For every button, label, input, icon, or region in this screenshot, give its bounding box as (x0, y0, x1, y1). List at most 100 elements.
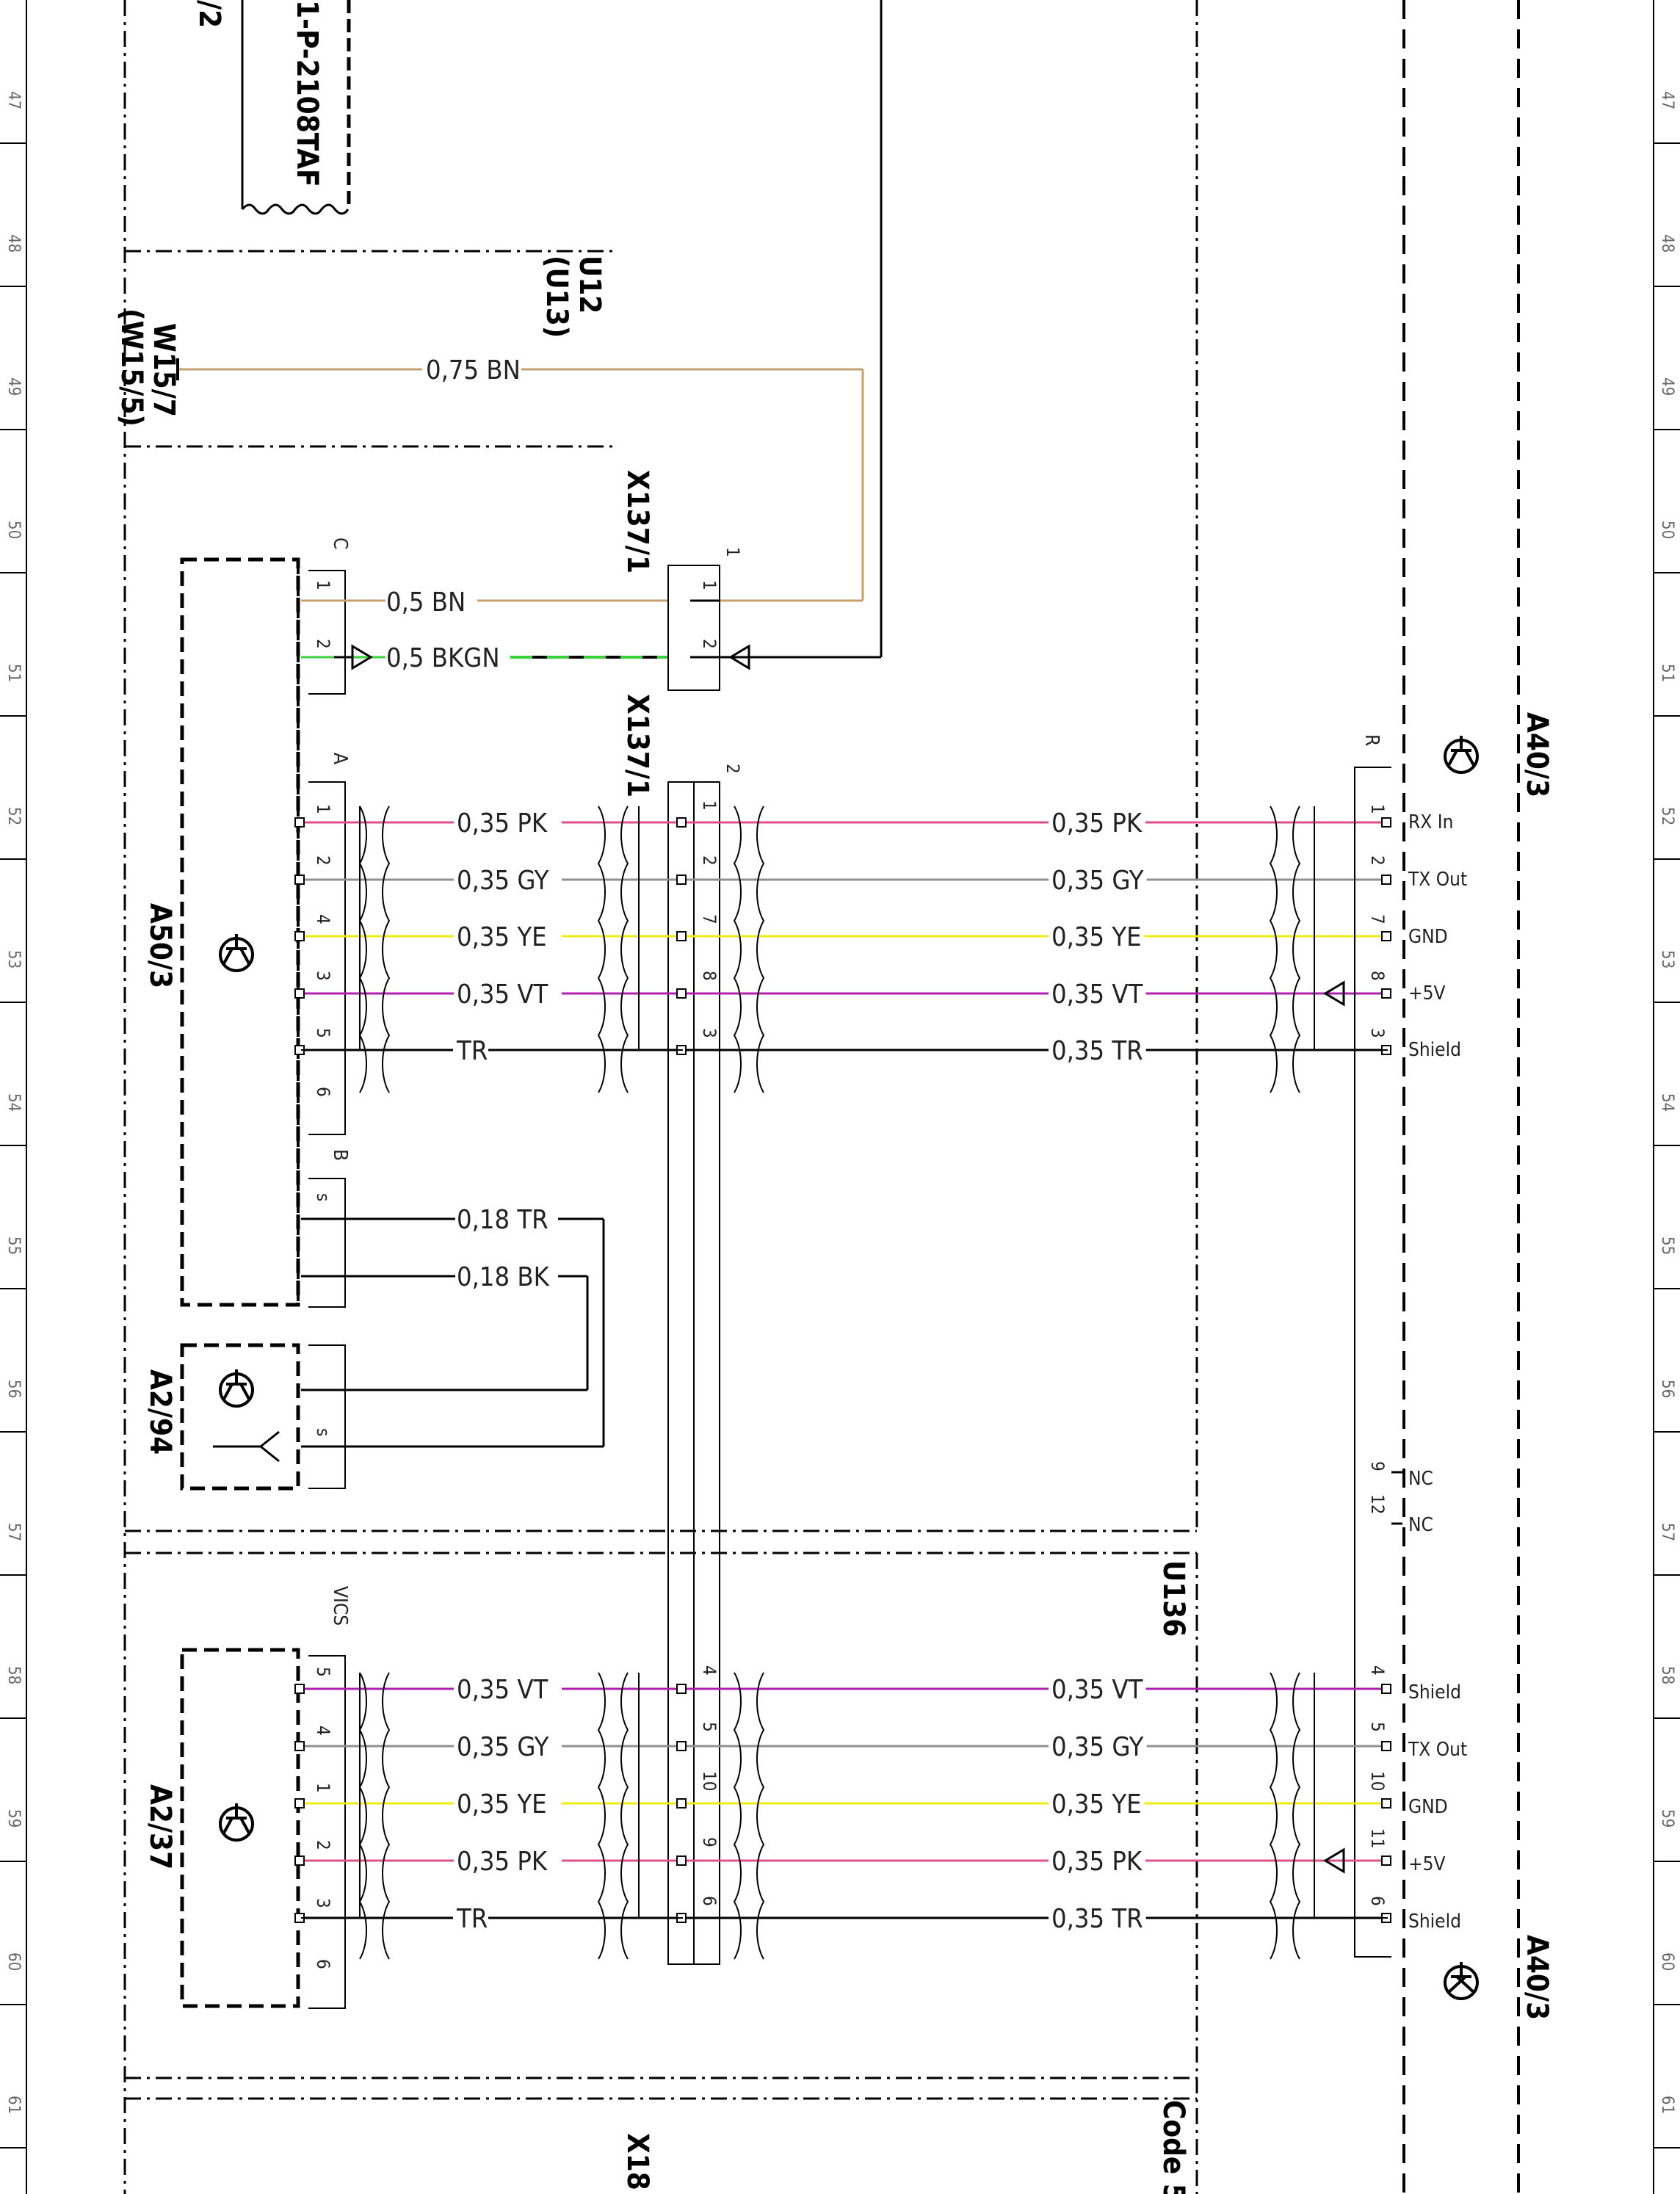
wire-label: 0,35 GY (1051, 866, 1144, 896)
pin-xm2: 2 (699, 855, 720, 866)
label-bg (454, 866, 552, 896)
shield-wave (1269, 1672, 1278, 1960)
label-bg (1049, 1036, 1146, 1066)
shield-wave (733, 1672, 742, 1960)
pin-rv4: 4 (1367, 1665, 1388, 1676)
pin-terminal (294, 1856, 305, 1866)
grid-row-label: 57 (4, 1523, 23, 1541)
pin-terminal (1381, 1856, 1391, 1866)
pin-xm8: 8 (699, 971, 720, 981)
label-bg (454, 1789, 550, 1820)
pin-terminal (294, 1684, 305, 1694)
grid-row-label: 52 (1658, 807, 1676, 825)
connector-c: C 1 2 0,5 BN 0,5 BKGN (301, 537, 863, 695)
grid-row-label: 47 (4, 91, 23, 109)
wire-label: 0,35 GY (457, 866, 549, 896)
pin-terminal (676, 1856, 687, 1866)
pin-xm1: 1 (699, 800, 720, 811)
ground-arrow (1323, 980, 1345, 1007)
label-bg (1049, 1847, 1145, 1877)
pin-r2: 2 (1367, 855, 1388, 866)
wire-label: 0,35 VT (1051, 980, 1143, 1010)
pin-rv5: 5 (1367, 1722, 1388, 1732)
wire-075-bn: 0,75 BN (176, 355, 864, 601)
pin-r3: 3 (1367, 1028, 1388, 1038)
sig-nc1: NC (1408, 1468, 1433, 1490)
label-bg (454, 1732, 552, 1762)
pin-terminal (1381, 931, 1391, 941)
a2-37-label: A2/37 (143, 1784, 177, 1869)
pin-terminal (1381, 875, 1391, 885)
wire-label: 0,35 GY (457, 1732, 549, 1762)
pin-b-s2: s (313, 1428, 333, 1436)
wire-label: 0,35 PK (457, 808, 548, 839)
connector-r-label: R (1361, 734, 1383, 746)
shield-drain (301, 1673, 361, 1919)
w15-label: W15/7 (147, 323, 181, 417)
pin-b-s1: s (313, 1193, 333, 1201)
pin-r1: 1 (1367, 804, 1388, 814)
grid-row-label: 51 (4, 664, 23, 682)
transistor-icon (219, 934, 254, 972)
wire-label-05bkgn: 0,5 BKGN (386, 643, 500, 673)
pin-rv11: 11 (1367, 1828, 1388, 1848)
grid-row-label: 54 (4, 1093, 23, 1112)
wire-label-018bk: 0,18 BK (457, 1262, 550, 1292)
wire-label: 0,35 VT (457, 980, 548, 1010)
grid-row-label: 58 (4, 1666, 23, 1684)
grid-row-label: 51 (1658, 664, 1676, 682)
x137-top-label: X137/1 (620, 470, 654, 573)
pin-xm3: 3 (699, 1028, 720, 1038)
grid-row-label: 59 (1658, 1809, 1676, 1828)
sig-plus5v: +5V (1408, 982, 1445, 1004)
wire-label: 0,35 YE (457, 1789, 547, 1820)
pin-r8: 8 (1367, 971, 1388, 981)
connector-a-label: A (329, 753, 351, 764)
pin-xv10: 10 (699, 1771, 720, 1791)
code5-label: Code 5 (1156, 2100, 1190, 2194)
ground-arrow (1323, 1847, 1345, 1874)
label-bg (454, 808, 551, 839)
top-part-block: 1-P-2108TAF /2 (192, 0, 883, 657)
sig-b-gnd: GND (1408, 1796, 1448, 1818)
grid-row-label: 61 (1658, 2096, 1676, 2114)
wire-label-075bn: 0,75 BN (426, 355, 521, 385)
pin-v5: 5 (313, 1667, 333, 1677)
grid-row-label: 57 (1658, 1523, 1676, 1541)
pin-terminal (294, 1798, 305, 1809)
pin-terminal (676, 988, 687, 999)
pin-c2: 2 (313, 639, 333, 649)
label-bg (453, 1036, 491, 1066)
pin-a2: 2 (313, 855, 333, 866)
x137-mid-pin: 2 (723, 764, 743, 774)
a50-label: A50/3 (143, 903, 177, 988)
label-bg (454, 922, 550, 952)
shield-wave (756, 805, 765, 1093)
a40-borders (1402, 0, 1520, 2194)
label-bg (1049, 1675, 1146, 1705)
pin-r12: 12 (1367, 1494, 1388, 1514)
wire-label: 0,35 YE (1051, 922, 1142, 952)
shield-drain (638, 806, 683, 1051)
a40-top-label: A40/3 (1520, 712, 1554, 797)
shield-wave (733, 805, 742, 1093)
pin-v3: 3 (313, 1898, 333, 1908)
transistor-icon (1444, 736, 1479, 774)
shield-wave (756, 1672, 765, 1960)
pin-x1: 1 (699, 580, 720, 590)
label-bg (1049, 866, 1147, 896)
pin-terminal (294, 931, 305, 941)
pin-xv9: 9 (699, 1837, 720, 1847)
shield-wave (620, 1672, 629, 1960)
sig-tx-out: TX Out (1408, 869, 1467, 891)
label-bg (1049, 1789, 1145, 1820)
pin-a4: 4 (313, 914, 333, 924)
sig-rx-in: RX In (1408, 811, 1453, 833)
shield-drain (1314, 806, 1388, 1051)
part-code: 1-P-2108TAF (290, 0, 324, 187)
transistor-icon (219, 1369, 254, 1408)
